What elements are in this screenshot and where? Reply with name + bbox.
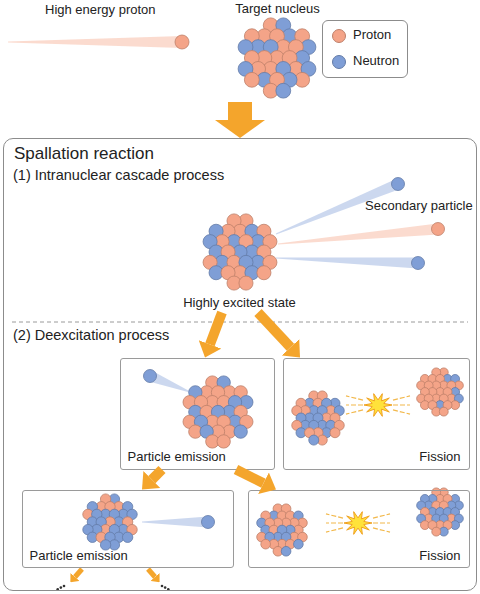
burst-ray	[373, 514, 390, 518]
burst-ray	[393, 396, 410, 400]
continuation-dot	[63, 585, 66, 588]
legend-label: Proton	[353, 28, 391, 43]
nucleus-illustration	[292, 391, 345, 445]
nucleus-illustration	[257, 504, 308, 556]
burst-ray	[326, 528, 343, 532]
node-label: Target nucleus	[225, 2, 330, 17]
process-box: Fission	[248, 490, 470, 568]
particle-ball	[392, 178, 405, 191]
burst-ray	[326, 522, 343, 523]
annotation-label: Secondary particle	[365, 199, 473, 214]
burst-ray	[346, 410, 363, 414]
particle-trail	[278, 223, 439, 244]
proton-ball	[439, 407, 448, 416]
flow-arrow	[210, 313, 222, 345]
burst-ray	[373, 522, 390, 523]
burst-ray	[326, 514, 343, 518]
section-heading: (2) Deexcitation process	[13, 327, 169, 344]
nucleus-illustration	[203, 214, 277, 290]
node-label: Fission	[419, 450, 460, 465]
proton-ball	[244, 72, 259, 87]
process-box: Particle emission	[22, 490, 234, 568]
continuation-dot	[164, 586, 167, 589]
burst-ray	[373, 528, 390, 532]
nucleus-illustration	[83, 494, 137, 550]
section-divider	[12, 322, 468, 323]
particle-ball	[412, 257, 425, 270]
neutron-ball	[122, 532, 132, 542]
particle-ball	[144, 370, 157, 383]
neutron-ball	[281, 546, 291, 556]
burst-ray	[346, 404, 363, 405]
annotation-label: High energy proton	[45, 3, 156, 18]
burst-star	[364, 394, 392, 417]
legend-swatch	[332, 55, 346, 69]
nucleus-illustration	[183, 376, 253, 448]
proton-ball	[432, 527, 441, 536]
section-heading: (1) Intranuclear cascade process	[13, 167, 224, 184]
node-label: Highly excited state	[170, 296, 310, 311]
proton-ball	[217, 435, 230, 448]
flow-arrow	[228, 102, 252, 120]
proton-ball	[257, 266, 271, 280]
neutron-ball	[234, 425, 247, 438]
node-label: Particle emission	[128, 450, 226, 465]
excited-nucleus: Highly excited state	[170, 205, 310, 313]
particle-trail	[8, 36, 182, 48]
neutron-ball	[309, 435, 319, 445]
flow-arrow	[258, 313, 290, 348]
proton-ball	[261, 539, 271, 549]
process-box: Fission	[283, 358, 470, 470]
fission-burst	[326, 512, 390, 535]
neutron-ball	[294, 539, 304, 549]
particle-ball	[202, 516, 215, 529]
legend-box: ProtonNeutron	[322, 20, 408, 78]
node-label: Fission	[419, 549, 460, 564]
node-label: Particle emission	[30, 549, 128, 564]
burst-star	[344, 512, 372, 535]
burst-ray	[346, 396, 363, 400]
continuation-arrow	[75, 569, 82, 577]
legend-swatch	[332, 29, 346, 43]
particle-trail	[142, 516, 208, 527]
continuation-dot	[161, 585, 164, 588]
process-box: Particle emission	[120, 358, 275, 470]
flow-arrow	[152, 470, 162, 480]
proton-ball	[330, 428, 340, 438]
flow-arrow	[236, 470, 263, 484]
particle-trail	[276, 257, 418, 268]
burst-ray	[393, 410, 410, 414]
proton-ball	[239, 276, 253, 290]
particle-ball	[175, 35, 189, 49]
continuation-dot	[60, 586, 63, 589]
neutron-ball	[276, 83, 291, 98]
nucleus-illustration	[417, 488, 464, 536]
legend-label: Neutron	[353, 54, 399, 69]
burst-ray	[393, 404, 410, 405]
target-nucleus: Target nucleus	[225, 0, 330, 102]
continuation-arrow	[148, 569, 155, 577]
fission-burst	[346, 394, 410, 417]
particle-ball	[432, 223, 445, 236]
nucleus-illustration	[417, 368, 464, 416]
frame-title: Spallation reaction	[14, 144, 154, 164]
nucleus-illustration	[238, 18, 316, 98]
